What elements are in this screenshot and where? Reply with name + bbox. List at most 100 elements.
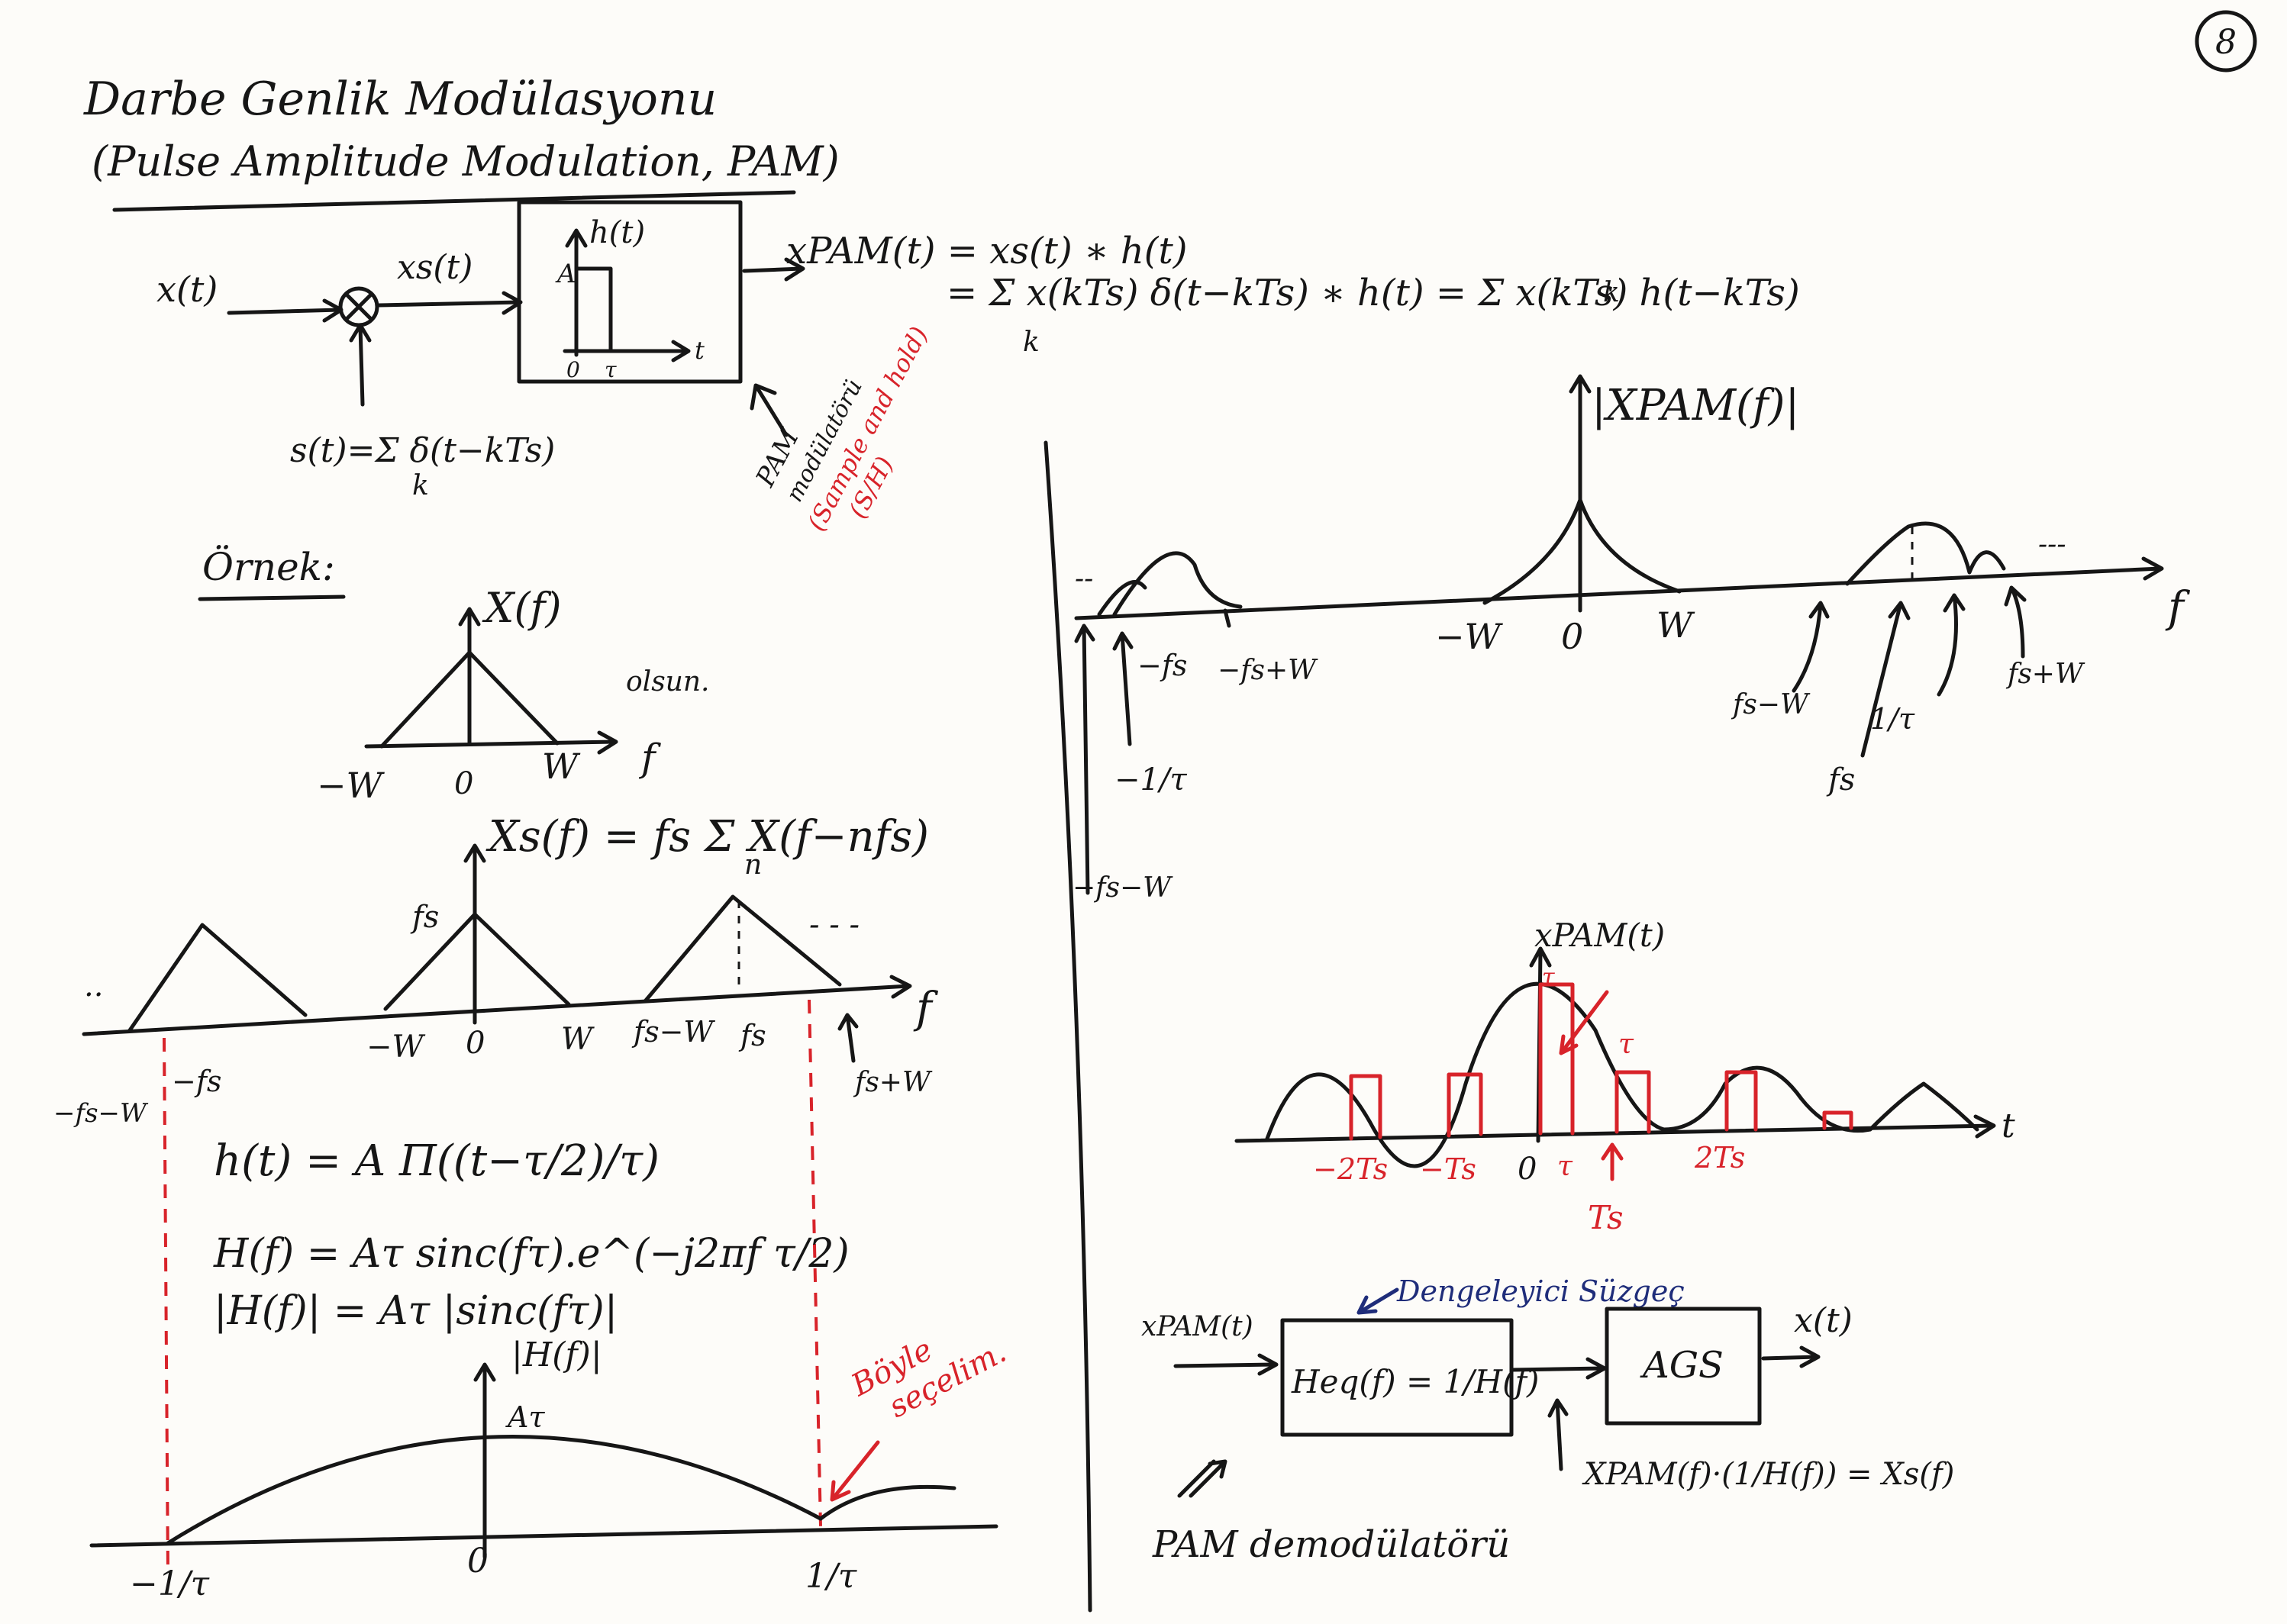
demod-result-equation: XPAM(f)·(1/H(f)) = Xs(f) bbox=[1582, 1457, 1954, 1492]
sampling-index-label: k bbox=[412, 470, 429, 501]
h-tick-zero: 0 bbox=[467, 1542, 489, 1580]
h-magnitude-plot: |H(f)| Aτ −1/τ 0 1/τ Böyle seçelim. bbox=[89, 1332, 1012, 1603]
box-zero-label: 0 bbox=[566, 357, 580, 382]
formula-h: h(t) = A Π((t−τ/2)/τ) bbox=[214, 1136, 660, 1186]
title-underline bbox=[112, 190, 796, 212]
input-arrow bbox=[227, 308, 342, 315]
xs-tick-zero: 0 bbox=[466, 1026, 485, 1061]
xpam-tick-2ts: 2Ts bbox=[1694, 1141, 1745, 1174]
xs-label-fs-plus-w: fs+W bbox=[853, 1067, 933, 1098]
example-label: Örnek: bbox=[202, 544, 335, 589]
lpf-label: AGS bbox=[1640, 1344, 1724, 1387]
xpam-tick-minus-w: −W bbox=[1435, 616, 1504, 657]
modulator-pointer-arrow bbox=[750, 383, 789, 437]
xf-tick-zero: 0 bbox=[454, 766, 473, 801]
h-tick-minus-inv-tau: −1/τ bbox=[130, 1564, 210, 1603]
pam-pulse-4 bbox=[1614, 1070, 1651, 1134]
xpam-label-minus-fs-plus-w: −fs+W bbox=[1218, 655, 1318, 686]
xpam-tick-w: W bbox=[1656, 604, 1695, 646]
box-amplitude-label: A bbox=[555, 259, 576, 289]
xpam-label-inv-tau: 1/τ bbox=[1870, 702, 1915, 736]
xpam-label-fs-plus-w: fs+W bbox=[2005, 659, 2085, 690]
xs-tick-f: f bbox=[913, 984, 939, 1033]
xs-triangle-left bbox=[127, 923, 308, 1033]
pam-pulse-5 bbox=[1724, 1070, 1758, 1132]
demod-input-label: xPAM(t) bbox=[1141, 1311, 1253, 1342]
rect-pulse-icon bbox=[574, 266, 613, 353]
box-tau-label: τ bbox=[605, 357, 617, 382]
eq-to-lpf-arrow bbox=[1509, 1366, 1605, 1372]
xf-axis-x bbox=[364, 740, 617, 749]
xs-label-minus-fs: −fs bbox=[172, 1065, 221, 1098]
page-number-text: 8 bbox=[2215, 23, 2237, 62]
pam-pulse-2 bbox=[1447, 1072, 1483, 1138]
h-filter-box bbox=[517, 200, 743, 384]
xpam-time-title: xPAM(t) bbox=[1534, 917, 1665, 954]
h-main-lobe bbox=[166, 1435, 823, 1545]
xs-index: n bbox=[744, 849, 762, 881]
sampling-function-label: s(t)=Σ δ(t−kTs) bbox=[290, 431, 555, 470]
example-xf-plot: Örnek: X(f) olsun. −W 0 W f bbox=[198, 544, 709, 806]
xpam-tick-zero: 0 bbox=[1561, 616, 1583, 657]
column-divider bbox=[1044, 440, 1092, 1613]
pam-index-2: k bbox=[1603, 277, 1620, 308]
page-title: Darbe Genlik Modülasyonu (Pulse Amplitud… bbox=[83, 72, 840, 212]
h-tick-inv-tau: 1/τ bbox=[805, 1557, 857, 1596]
formula-absH: |H(f)| = Aτ |sinc(fτ)| bbox=[214, 1288, 618, 1334]
xs-tick-fs-minus-w: fs−W bbox=[631, 1015, 715, 1049]
demod-output-label: x(t) bbox=[1794, 1301, 1853, 1340]
pam-pulse-3 bbox=[1538, 982, 1575, 1136]
xpam-left-lobe bbox=[1112, 551, 1243, 617]
title-line-2: (Pulse Amplitude Modulation, PAM) bbox=[92, 137, 840, 185]
xpam-spectrum-plot: |XPAM(f)| -- --- f −W 0 W −fs −fs+W −1/τ… bbox=[1073, 374, 2191, 904]
xpam-dots-right: --- bbox=[2038, 529, 2066, 560]
equalizer-note: Dengeleyici Süzgeç bbox=[1396, 1274, 1685, 1308]
xf-tick-f: f bbox=[638, 736, 661, 780]
pam-definition: xPAM(t) = xs(t) ∗ h(t) bbox=[786, 230, 1188, 272]
title-line-1: Darbe Genlik Modülasyonu bbox=[83, 72, 717, 126]
output-arrow bbox=[742, 266, 804, 273]
xpam-f-label: f bbox=[2165, 583, 2191, 633]
page-number: 8 bbox=[2195, 10, 2257, 72]
demod-input-arrow bbox=[1173, 1362, 1277, 1368]
xpam-time-plot: xPAM(t) τ τ −2Ts −Ts 0 τ 2Ts Ts t bbox=[1234, 917, 2015, 1236]
xf-triangle bbox=[379, 650, 560, 749]
sampled-signal-label: xs(t) bbox=[397, 248, 473, 287]
xpam-t-label: t bbox=[2002, 1107, 2015, 1146]
h-side-lobe bbox=[818, 1484, 956, 1521]
h-axis-x bbox=[89, 1524, 998, 1548]
xpam-label-minus-inv-tau: −1/τ bbox=[1114, 762, 1187, 798]
demod-output-arrow bbox=[1761, 1355, 1819, 1361]
xf-note: olsun. bbox=[626, 666, 709, 698]
xs-title: Xs(f) = fs Σ X(f−nfs) bbox=[485, 812, 929, 862]
analog-signal-curve bbox=[1265, 981, 1979, 1168]
xf-tick-w: W bbox=[542, 746, 581, 787]
xs-axis-x bbox=[82, 984, 911, 1036]
xpam-tick-zero: 0 bbox=[1518, 1152, 1537, 1187]
xs-tick-w: W bbox=[561, 1022, 595, 1057]
equalizer-box bbox=[1280, 1318, 1514, 1437]
xpam-right-lobe bbox=[1845, 521, 2006, 586]
xs-arrow bbox=[376, 300, 521, 308]
xpam-spectrum-title: |XPAM(f)| bbox=[1592, 381, 1799, 430]
xf-tick-minus-w: −W bbox=[317, 765, 385, 806]
xf-title: X(f) bbox=[482, 584, 562, 632]
pam-equations: xPAM(t) = xs(t) ∗ h(t) = Σ x(kTs) δ(t−kT… bbox=[786, 230, 1800, 358]
h-ylabel: |H(f)| bbox=[511, 1336, 602, 1374]
xs-right-dots: - - - bbox=[809, 907, 860, 942]
xs-peak-label: fs bbox=[410, 900, 439, 935]
xpam-dots-left: -- bbox=[1075, 563, 1093, 594]
pam-pulse-6 bbox=[1822, 1110, 1853, 1130]
xs-tick-minus-w: −W bbox=[366, 1030, 426, 1065]
xpam-label-minus-fs: −fs bbox=[1137, 649, 1187, 682]
xpam-label-fs: fs bbox=[1826, 762, 1855, 798]
pam-pulse-1 bbox=[1349, 1074, 1382, 1141]
xs-triangle-center bbox=[383, 912, 571, 1011]
modulator-input-label: x(t) bbox=[156, 269, 218, 310]
filter-formulas: h(t) = A Π((t−τ/2)/τ) H(f) = Aτ sinc(fτ)… bbox=[213, 1136, 850, 1334]
sampling-arrow bbox=[358, 324, 365, 407]
equalizer-label: Heq(f) = 1/H(f) bbox=[1291, 1363, 1539, 1400]
xpam-ts-label: Ts bbox=[1588, 1199, 1624, 1236]
pam-expansion: = Σ x(kTs) δ(t−kTs) ∗ h(t) = Σ x(kTs) h(… bbox=[947, 272, 1800, 314]
